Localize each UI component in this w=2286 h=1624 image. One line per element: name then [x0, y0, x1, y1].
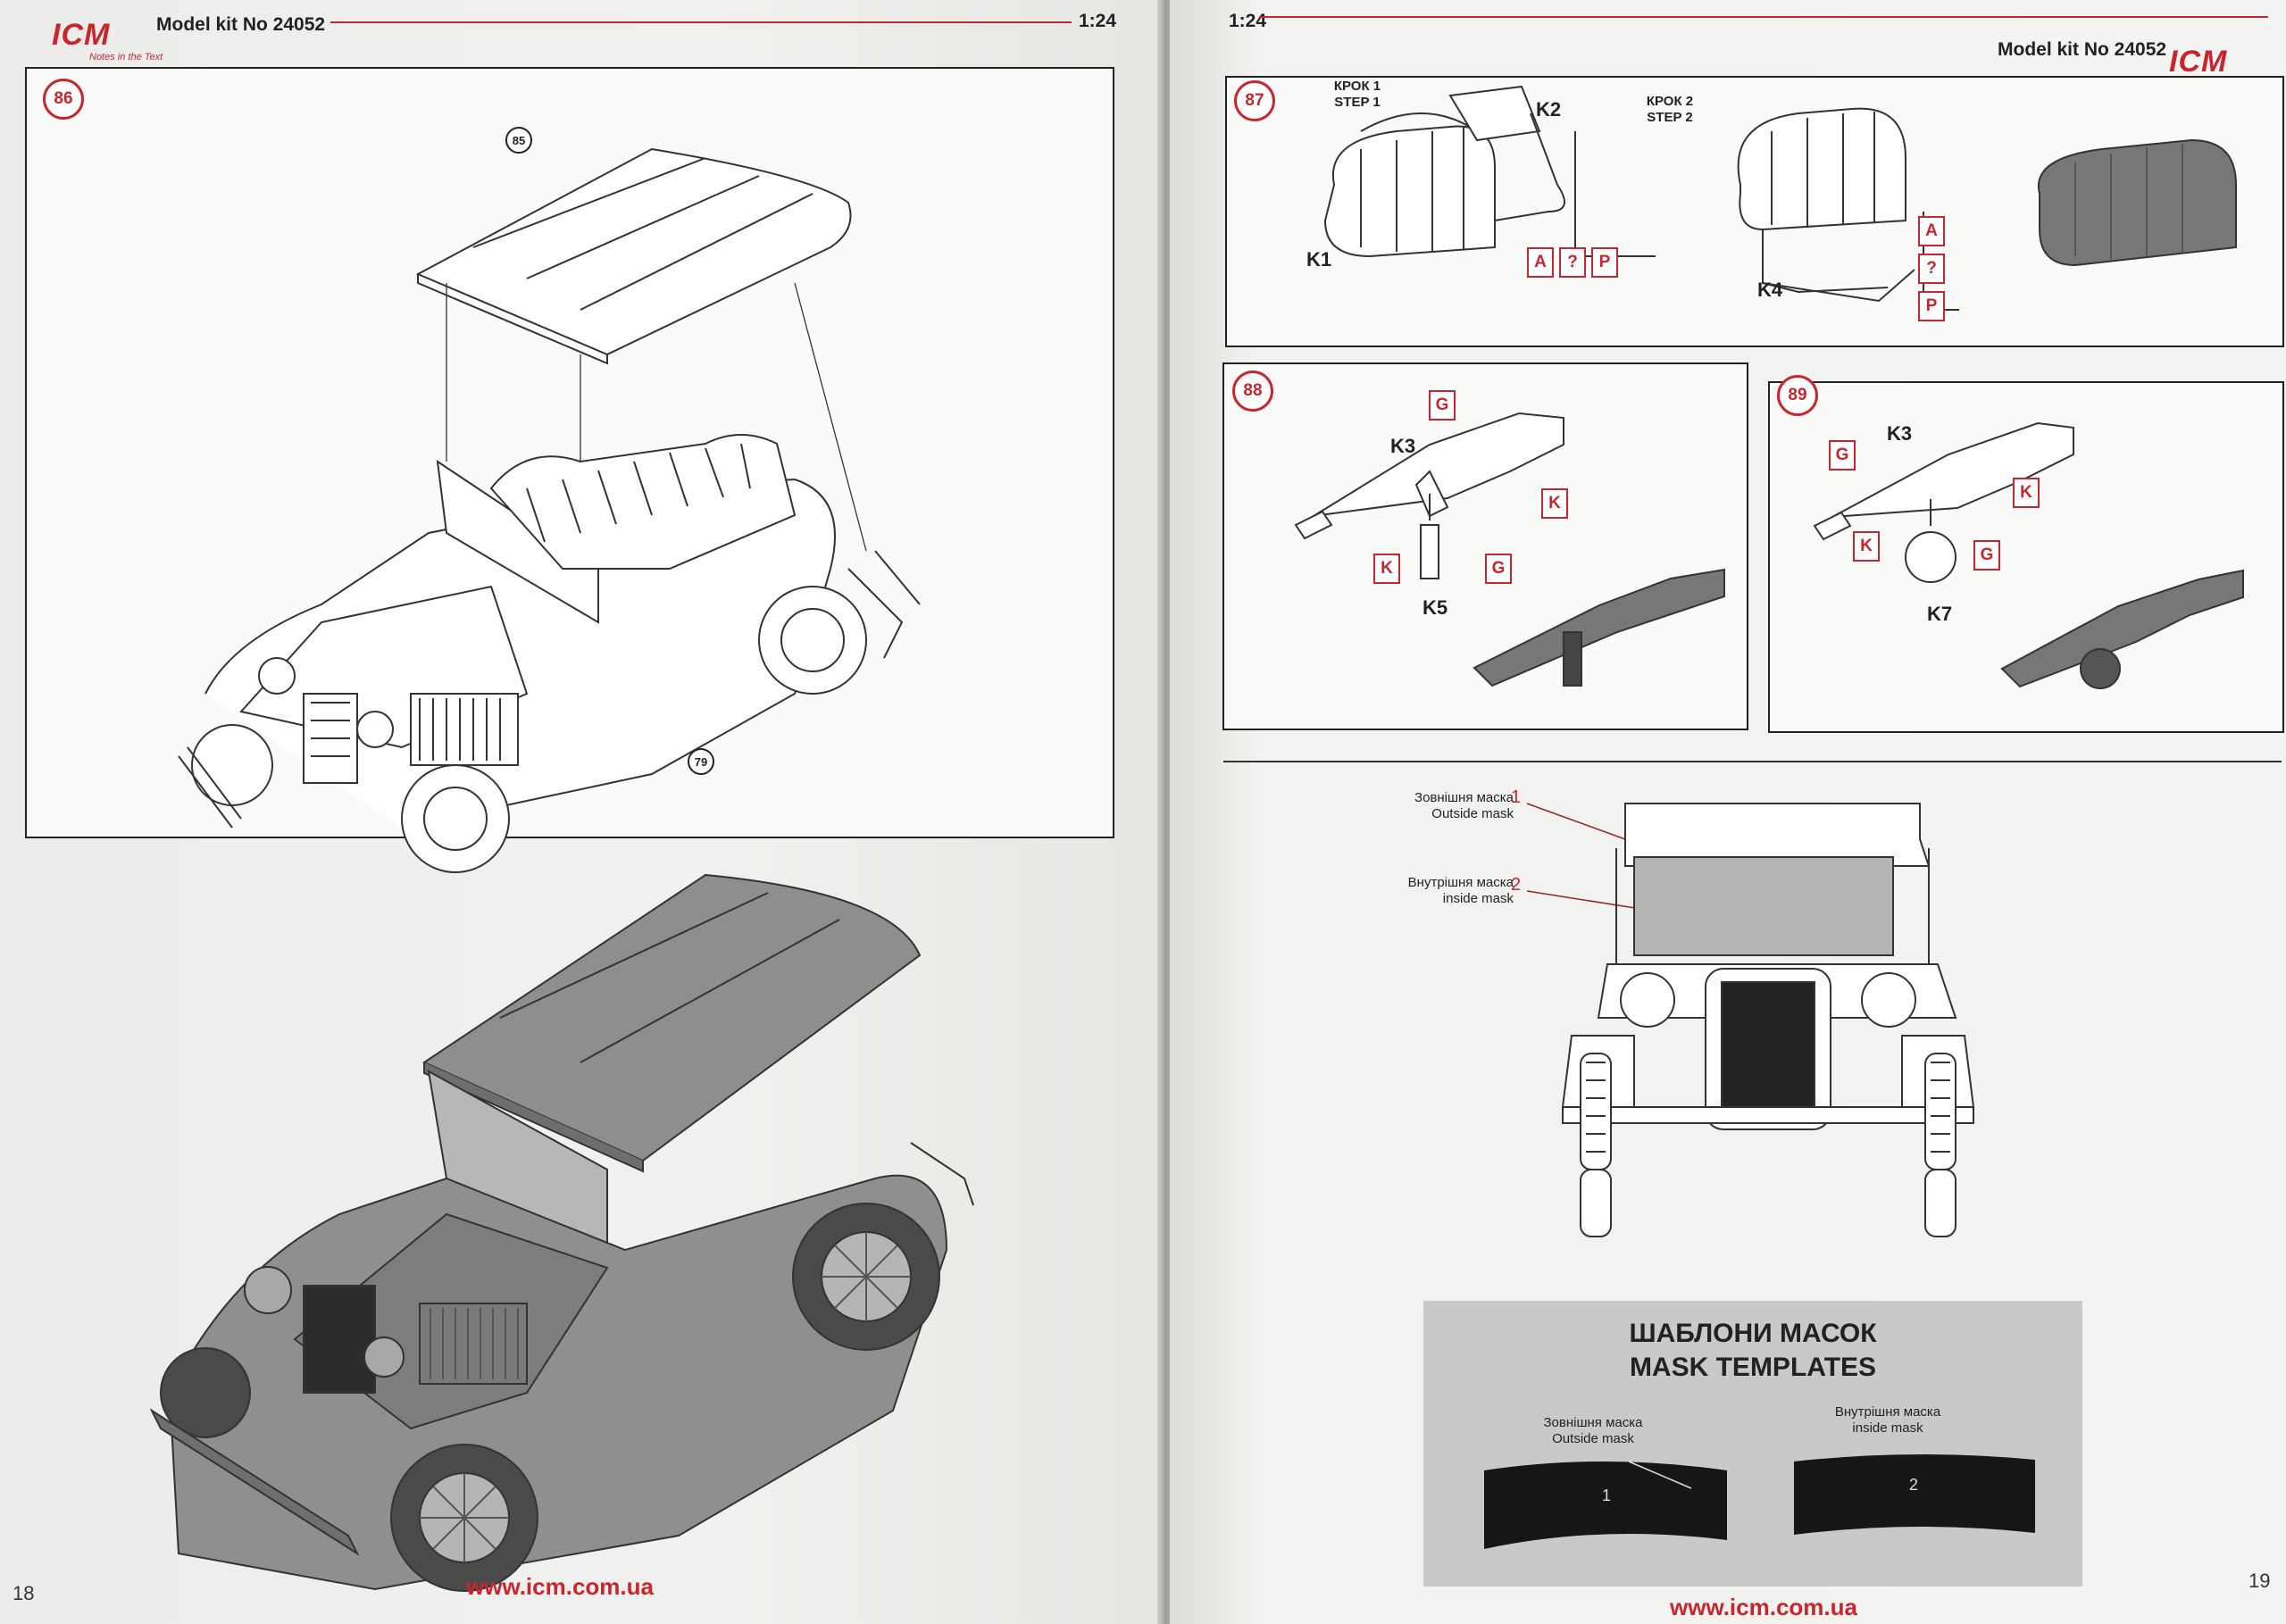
website-link-left[interactable]: www.icm.com.ua — [466, 1573, 654, 1600]
part-k5: K5 — [1422, 596, 1448, 619]
tag-g-89a: G — [1829, 440, 1856, 471]
inside-mask-number: 2 — [1511, 875, 1522, 895]
step-87-number: 87 — [1234, 80, 1275, 121]
step-89-number: 89 — [1777, 375, 1818, 416]
step-88-panel — [1222, 362, 1748, 730]
tag-g-88a: G — [1429, 390, 1456, 421]
model-kit-label-right: Model kit No 24052 — [1998, 39, 2167, 60]
left-page: ICM Notes in the Text Model kit No 24052… — [0, 0, 1165, 1624]
model-kit-label: Model kit No 24052 — [156, 14, 326, 35]
page-number-left: 18 — [13, 1582, 35, 1604]
part-k1: K1 — [1306, 248, 1332, 271]
tag-g-89b: G — [1973, 540, 2000, 570]
gun-k5-drawing — [1294, 412, 1725, 687]
header-rule — [330, 21, 1072, 23]
paint-code-a-2: A — [1918, 216, 1945, 246]
step-86-number: 86 — [43, 79, 84, 120]
ref-85: 85 — [505, 127, 532, 154]
section-divider — [1223, 761, 2282, 762]
tag-k-88a: K — [1541, 488, 1568, 519]
step-89-panel — [1768, 381, 2284, 733]
step-86-panel — [25, 67, 1114, 873]
logo-tagline: Notes in the Text — [89, 52, 163, 62]
right-page: 1:24 Model kit No 24052 ICM Notes in the… — [1170, 0, 2286, 1624]
template-number-2: 2 — [1909, 1476, 1919, 1494]
part-k3-88: K3 — [1390, 435, 1416, 457]
scale-label-right: 1:24 — [1229, 11, 1267, 31]
ref-79: 79 — [688, 748, 714, 775]
part-k3-89: K3 — [1887, 422, 1913, 445]
paint-code-p-2: P — [1918, 291, 1945, 321]
tag-g-88b: G — [1485, 554, 1512, 584]
tag-k-89a: K — [2013, 478, 2040, 508]
step-87-panel — [1225, 76, 2284, 347]
header-rule-right — [1259, 16, 2268, 18]
page-number-right: 19 — [2248, 1570, 2271, 1592]
website-link-right[interactable]: www.icm.com.ua — [1670, 1594, 1857, 1620]
car-assembly-drawing — [178, 147, 921, 873]
gun-k7-drawing — [1813, 421, 2244, 689]
part-k4: K4 — [1757, 279, 1783, 301]
mask-templates-panel: ШАБЛОНИ МАСОК MASK TEMPLATES Зовнішня ма… — [1423, 1301, 2082, 1587]
paint-code-a-1: A — [1527, 247, 1554, 278]
part-k2: K2 — [1536, 98, 1562, 121]
part-k7: K7 — [1927, 603, 1953, 625]
templates-title-ua: ШАБЛОНИ МАСОК — [1629, 1319, 1877, 1348]
icm-logo-right: ICM — [2169, 45, 2228, 79]
bag-assembly-drawing — [1323, 85, 2237, 311]
outside-mask-number: 1 — [1511, 787, 1522, 807]
templates-title-en: MASK TEMPLATES — [1629, 1353, 1877, 1382]
template-number-1: 1 — [1602, 1487, 1612, 1504]
tag-k-89b: K — [1853, 531, 1880, 562]
tag-k-88b: K — [1373, 554, 1400, 584]
paint-code-q-2: ? — [1918, 254, 1945, 284]
scale-label: 1:24 — [1079, 11, 1117, 31]
finished-car-illustration — [149, 873, 974, 1592]
step-88-number: 88 — [1232, 371, 1273, 412]
car-front-view — [1526, 803, 1975, 1237]
mask-shapes — [1484, 1453, 2035, 1549]
paint-code-q-1: ? — [1559, 247, 1586, 278]
icm-logo: ICM — [52, 18, 111, 52]
paint-code-p-1: P — [1591, 247, 1618, 278]
